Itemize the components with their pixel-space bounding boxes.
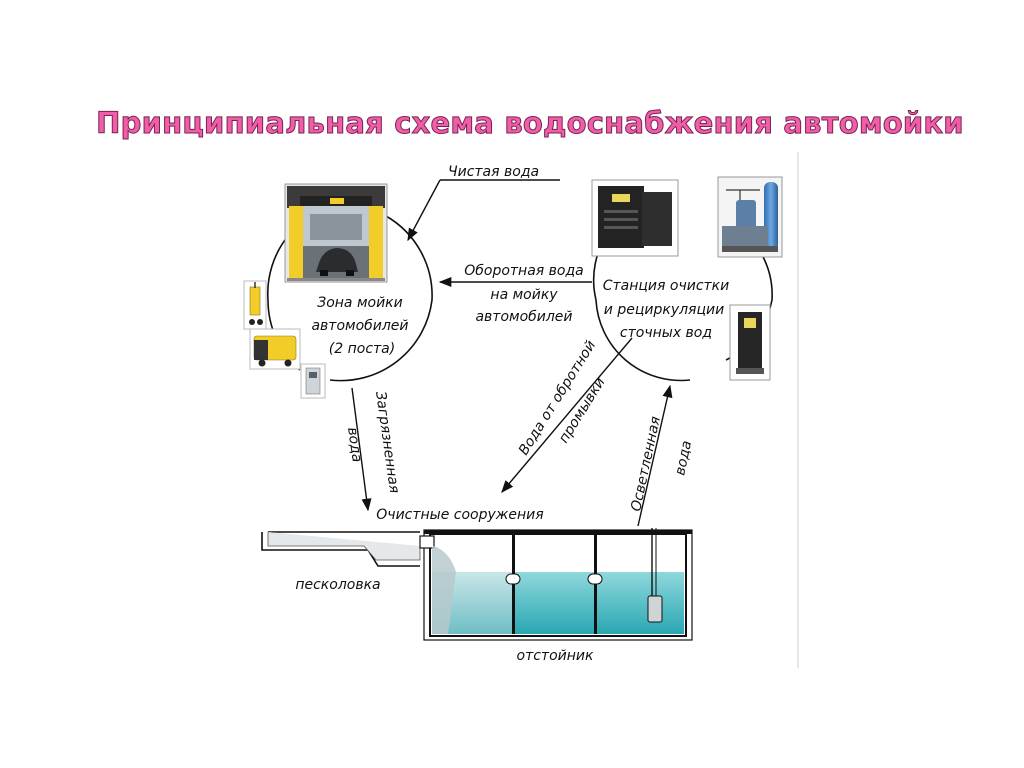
clarified-water-label-1: Осветленная bbox=[628, 415, 664, 513]
hot-water-washer-icon bbox=[249, 328, 301, 370]
settling-tank bbox=[261, 528, 693, 641]
wash-zone-label-2: автомобилей bbox=[311, 318, 408, 334]
station-label-3: сточных вод bbox=[620, 325, 712, 341]
recycled-water-label-2: на мойку bbox=[490, 287, 558, 303]
recycled-water-label-3: автомобилей bbox=[475, 309, 572, 325]
car-wash-photo-icon bbox=[284, 183, 388, 283]
treatment-unit-icon bbox=[591, 179, 679, 257]
station-label-2: и рециркуляции bbox=[604, 302, 724, 318]
station-label-1: Станция очистки bbox=[603, 278, 730, 294]
recycled-water-label-1: Оборотная вода bbox=[464, 263, 584, 279]
clarified-water-label-2: вода bbox=[672, 439, 695, 477]
wash-zone-label-3: (2 поста) bbox=[329, 341, 395, 357]
clean-water-label: Чистая вода bbox=[448, 164, 539, 180]
filter-tanks-icon bbox=[717, 176, 783, 258]
wash-zone-label-1: Зона мойки bbox=[317, 295, 403, 311]
submersible-pump-icon bbox=[729, 304, 771, 381]
vending-terminal-icon bbox=[300, 363, 326, 399]
treatment-facilities-label: Очистные сооружения bbox=[376, 507, 543, 523]
clarified-water-arrow bbox=[637, 384, 673, 527]
clean-water-arrow-head bbox=[407, 179, 441, 242]
page-title: Принципиальная схема водоснабжения автом… bbox=[96, 106, 964, 141]
dirty-water-label-1: Загрязненная bbox=[372, 390, 402, 494]
backwash-arrow bbox=[501, 337, 633, 493]
settler-label: отстойник bbox=[517, 648, 594, 664]
dirty-water-label-2: вода bbox=[344, 426, 365, 463]
dirty-water-arrow bbox=[351, 387, 372, 512]
sand-trap-label: песколовка bbox=[295, 577, 380, 593]
pressure-washer-icon bbox=[243, 280, 267, 330]
